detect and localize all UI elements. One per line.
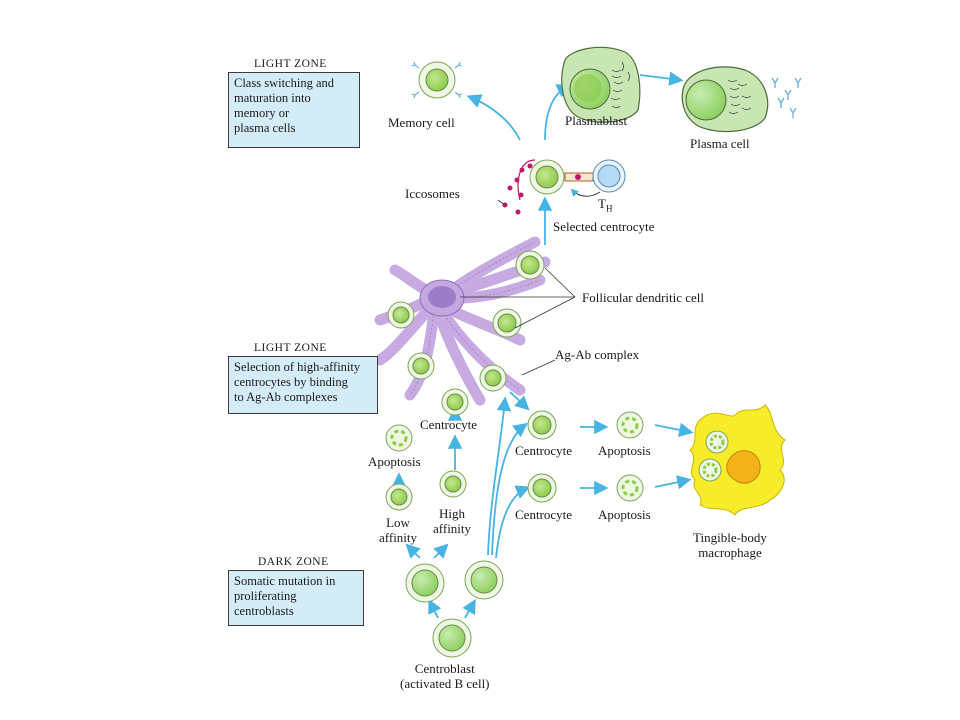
th-label-sub: H xyxy=(605,203,613,214)
centrocyte-fdc-6 xyxy=(441,388,469,416)
iccosomes-label: Iccosomes xyxy=(405,186,460,201)
centrocyte-fdc-1 xyxy=(515,250,545,280)
light-zone-top-line-4: plasma cells xyxy=(234,121,296,135)
light-zone-top-line-2: maturation into xyxy=(234,91,311,105)
arrow-dark-to-centrocyte-top xyxy=(491,422,528,556)
centrocyte-fdc-4 xyxy=(407,352,435,380)
arrow-dark-to-centrocyte-bottom xyxy=(495,485,531,559)
leader-lines xyxy=(460,267,576,376)
arrow-dark-to-fdc xyxy=(487,396,512,556)
light-zone-box-top: Class switching and maturation into memo… xyxy=(228,72,360,148)
centroblast-right xyxy=(464,560,504,600)
centrocyte-mid-top xyxy=(527,410,557,440)
tingible-line-2: macrophage xyxy=(698,545,762,560)
centroblast-line-2: (activated B cell) xyxy=(400,676,490,691)
centrocyte-mid-bottom-label: Centrocyte xyxy=(515,507,573,522)
arrow-to-memory xyxy=(466,94,521,141)
centrocyte-fdc-3 xyxy=(387,301,415,329)
apoptotic-cell-right-bottom xyxy=(616,474,644,502)
centrocyte-mid-top-label: Centrocyte xyxy=(515,443,573,458)
ag-ab-complex-label: Ag-Ab complex xyxy=(555,347,640,362)
light-zone-mid-line-3: to Ag-Ab complexes xyxy=(234,390,338,404)
dark-zone-title: DARK ZONE xyxy=(258,556,329,568)
high-affinity-cell xyxy=(439,470,467,498)
plasmablast-cell xyxy=(561,46,641,123)
flow-arrows xyxy=(391,71,694,619)
selected-centrocyte-label: Selected centrocyte xyxy=(553,219,655,234)
centroblast-label: Centroblast (activated B cell) xyxy=(400,661,490,691)
light-zone-top-line-3: memory or xyxy=(234,106,290,120)
arrow-apoptosis-to-macrophage-top xyxy=(654,422,694,437)
centroblast-left xyxy=(405,563,445,603)
centrocyte-fdc-5 xyxy=(479,364,507,392)
memory-cell-label: Memory cell xyxy=(388,115,455,130)
centrocyte-left-label: Centrocyte xyxy=(420,417,478,432)
fdc-label: Follicular dendritic cell xyxy=(582,290,705,305)
apoptotic-cell-left xyxy=(385,424,413,452)
centroblast-line-1: Centroblast xyxy=(414,661,475,676)
apoptosis-right-top-label: Apoptosis xyxy=(598,443,651,458)
dark-zone-line-3: centroblasts xyxy=(234,604,294,618)
selected-centrocyte-group xyxy=(497,159,626,215)
light-zone-mid-line-2: centrocytes by binding xyxy=(234,375,348,389)
apoptosis-right-bottom-label: Apoptosis xyxy=(598,507,651,522)
dark-zone-box: Somatic mutation in proliferating centro… xyxy=(228,570,364,626)
centrocytes-around-fdc xyxy=(387,250,545,416)
affinity-cells xyxy=(385,410,644,511)
high-affinity-line-1: High xyxy=(439,506,466,521)
arrow-fdc-to-centrocyte xyxy=(509,391,530,411)
apoptosis-left-label: Apoptosis xyxy=(368,454,421,469)
th-label-main: T xyxy=(598,196,606,211)
tingible-body-macrophage xyxy=(689,404,786,516)
high-affinity-label: High affinity xyxy=(433,506,471,536)
plasma-cell-label: Plasma cell xyxy=(690,136,750,151)
low-affinity-label: Low affinity xyxy=(379,515,417,545)
arrow-plasmablast-to-plasma xyxy=(639,71,684,86)
light-zone-top-line-1: Class switching and xyxy=(234,76,334,90)
centrocyte-fdc-2 xyxy=(492,308,522,338)
memory-cell xyxy=(411,61,463,99)
apoptotic-cell-right-top xyxy=(616,411,644,439)
arrow-to-low-affinity xyxy=(405,543,421,559)
centroblast-bottom xyxy=(432,618,472,658)
high-affinity-line-2: affinity xyxy=(433,521,472,536)
plasmablast-label: Plasmablast xyxy=(565,113,628,128)
light-zone-title-top: LIGHT ZONE xyxy=(254,58,327,70)
light-zone-mid-line-1: Selection of high-affinity xyxy=(234,360,361,374)
arrow-apoptosis-to-macrophage-bottom xyxy=(654,475,692,490)
th-label: TH xyxy=(598,196,612,217)
tingible-body-macrophage-label: Tingible-body macrophage xyxy=(693,530,767,560)
dark-zone-line-2: proliferating xyxy=(234,589,297,603)
centroblasts xyxy=(405,560,504,658)
dark-zone-line-1: Somatic mutation in xyxy=(234,574,336,588)
light-zone-title-mid: LIGHT ZONE xyxy=(254,342,327,354)
low-affinity-line-1: Low xyxy=(386,515,410,530)
low-affinity-line-2: affinity xyxy=(379,530,418,545)
arrow-centroblast-to-right xyxy=(462,598,476,619)
arrow-centroblast-to-left xyxy=(428,598,442,619)
iccosome-dots xyxy=(502,163,533,215)
plasma-cell xyxy=(681,66,802,133)
centrocyte-mid-bottom xyxy=(527,473,557,503)
arrow-to-high-affinity xyxy=(433,543,449,559)
light-zone-box-mid: Selection of high-affinity centrocytes b… xyxy=(228,356,378,414)
low-affinity-cell xyxy=(385,483,413,511)
tingible-line-1: Tingible-body xyxy=(693,530,767,545)
